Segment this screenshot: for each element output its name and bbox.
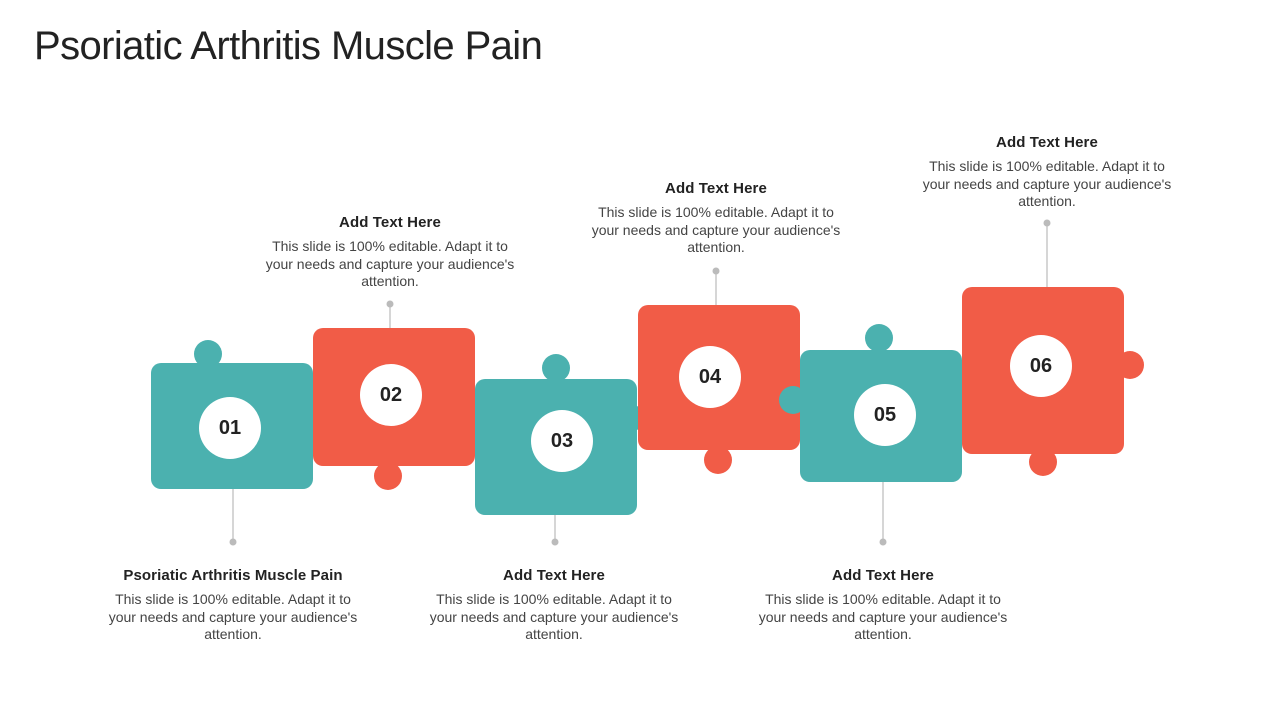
step-caption-05: Add Text Here This slide is 100% editabl… bbox=[748, 567, 1018, 644]
puzzle-tab bbox=[704, 446, 732, 474]
connector-dot-01 bbox=[229, 538, 237, 546]
puzzle-tab bbox=[1029, 448, 1057, 476]
step-heading: Add Text Here bbox=[339, 214, 441, 231]
puzzle-tab bbox=[194, 340, 222, 368]
step-number-02: 02 bbox=[360, 364, 422, 426]
step-number-03: 03 bbox=[531, 410, 593, 472]
step-description: This slide is 100% editable. Adapt it to… bbox=[591, 204, 841, 255]
connector-dot-04 bbox=[712, 267, 720, 275]
step-heading: Add Text Here bbox=[832, 567, 934, 584]
step-caption-03: Add Text Here This slide is 100% editabl… bbox=[419, 567, 689, 644]
step-caption-01: Psoriatic Arthritis Muscle Pain This sli… bbox=[98, 567, 368, 644]
step-number-04: 04 bbox=[679, 346, 741, 408]
step-heading: Psoriatic Arthritis Muscle Pain bbox=[123, 567, 343, 584]
puzzle-tab bbox=[374, 462, 402, 490]
step-heading: Add Text Here bbox=[665, 180, 767, 197]
step-number-01: 01 bbox=[199, 397, 261, 459]
puzzle-pieces bbox=[151, 287, 1144, 515]
step-description: This slide is 100% editable. Adapt it to… bbox=[922, 158, 1172, 209]
step-description: This slide is 100% editable. Adapt it to… bbox=[429, 591, 679, 642]
connector-lines bbox=[229, 219, 1051, 546]
puzzle-tab bbox=[865, 324, 893, 352]
step-caption-06: Add Text Here This slide is 100% editabl… bbox=[912, 134, 1182, 211]
connector-dot-02 bbox=[386, 300, 394, 308]
connector-dot-05 bbox=[879, 538, 887, 546]
step-number-05: 05 bbox=[854, 384, 916, 446]
step-caption-04: Add Text Here This slide is 100% editabl… bbox=[581, 180, 851, 257]
connector-dot-06 bbox=[1043, 219, 1051, 227]
step-heading: Add Text Here bbox=[996, 134, 1098, 151]
puzzle-tab bbox=[542, 354, 570, 382]
step-number-06: 06 bbox=[1010, 335, 1072, 397]
step-heading: Add Text Here bbox=[503, 567, 605, 584]
step-description: This slide is 100% editable. Adapt it to… bbox=[265, 238, 515, 289]
step-caption-02: Add Text Here This slide is 100% editabl… bbox=[255, 214, 525, 291]
step-description: This slide is 100% editable. Adapt it to… bbox=[108, 591, 358, 642]
connector-dot-03 bbox=[551, 538, 559, 546]
page-title: Psoriatic Arthritis Muscle Pain bbox=[34, 24, 543, 68]
step-description: This slide is 100% editable. Adapt it to… bbox=[758, 591, 1008, 642]
